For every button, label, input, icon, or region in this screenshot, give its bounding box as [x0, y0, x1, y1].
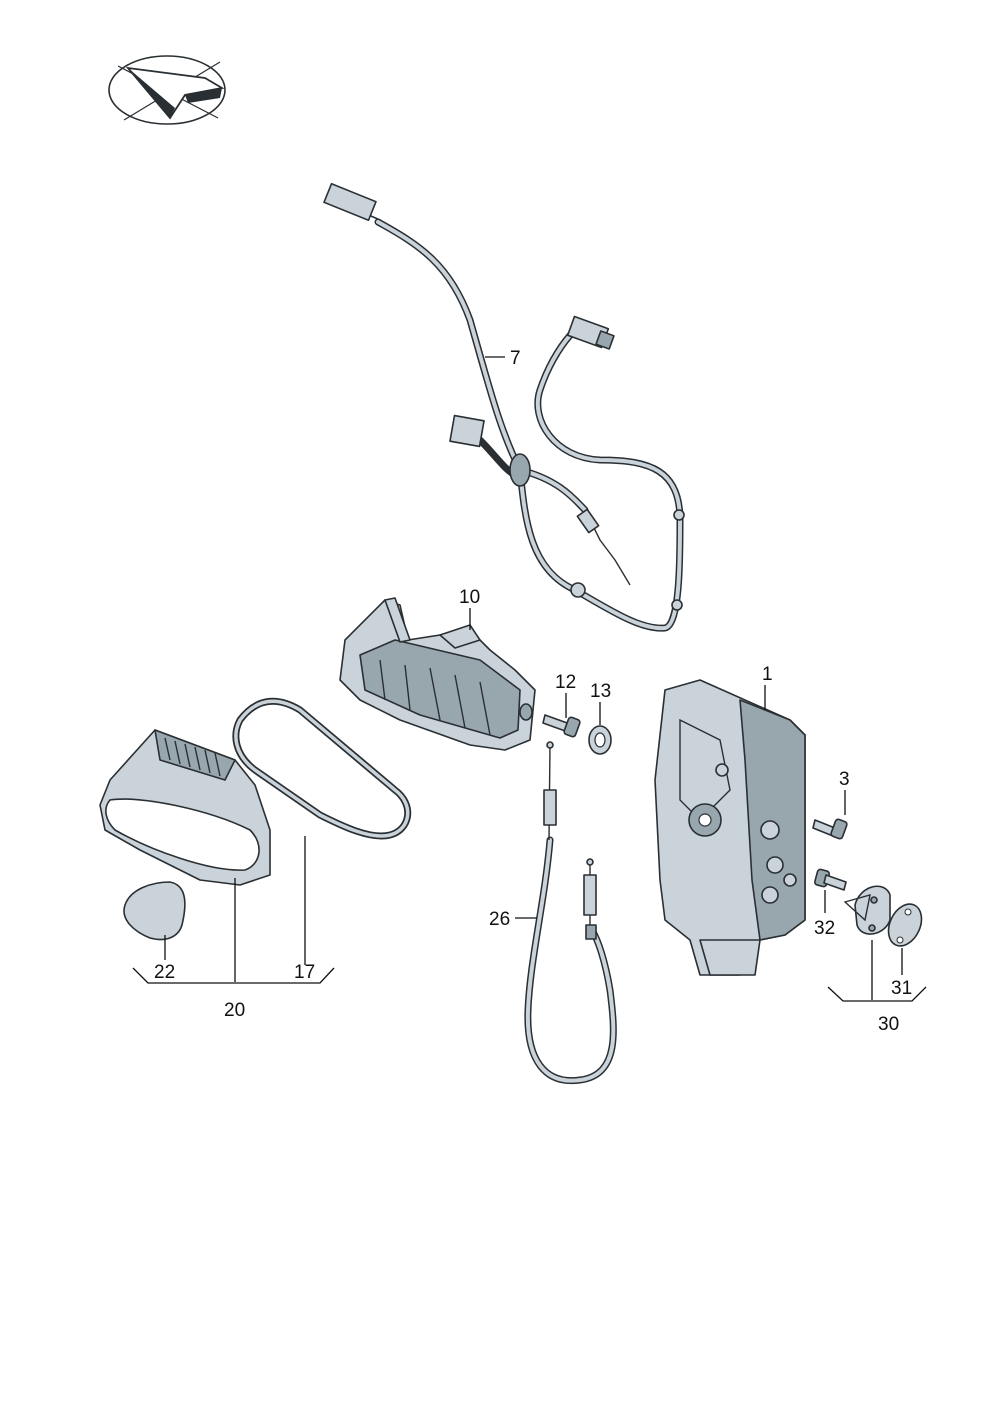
striker-plate	[843, 885, 891, 935]
gasket	[232, 697, 412, 840]
callout-20: 20	[224, 1000, 245, 1021]
wiring-harness	[323, 182, 685, 632]
callout-31: 31	[891, 978, 912, 999]
callout-10: 10	[459, 587, 480, 608]
outer-handle	[99, 729, 271, 886]
bowden-cables	[524, 741, 617, 1085]
callout-7: 7	[510, 348, 521, 369]
callout-group: 1 3 7 10 12 13 17 20 22 26 32 31 30	[132, 348, 927, 1035]
bolt-3	[812, 818, 848, 840]
striker-shim	[887, 903, 923, 947]
callout-22: 22	[154, 962, 175, 983]
door-lock	[654, 679, 806, 976]
callout-3: 3	[839, 769, 850, 790]
callout-17: 17	[294, 962, 315, 983]
callout-26: 26	[489, 909, 510, 930]
handle-carrier	[339, 597, 536, 751]
bolt	[542, 714, 581, 738]
handle-cap	[123, 881, 186, 941]
callout-1: 1	[762, 664, 773, 685]
callout-12: 12	[555, 672, 576, 693]
orientation-arrow-icon	[108, 55, 226, 125]
callout-32: 32	[814, 918, 835, 939]
bolt-32	[814, 868, 847, 891]
callout-13: 13	[590, 681, 611, 702]
washer	[588, 725, 612, 755]
callout-30: 30	[878, 1014, 899, 1035]
